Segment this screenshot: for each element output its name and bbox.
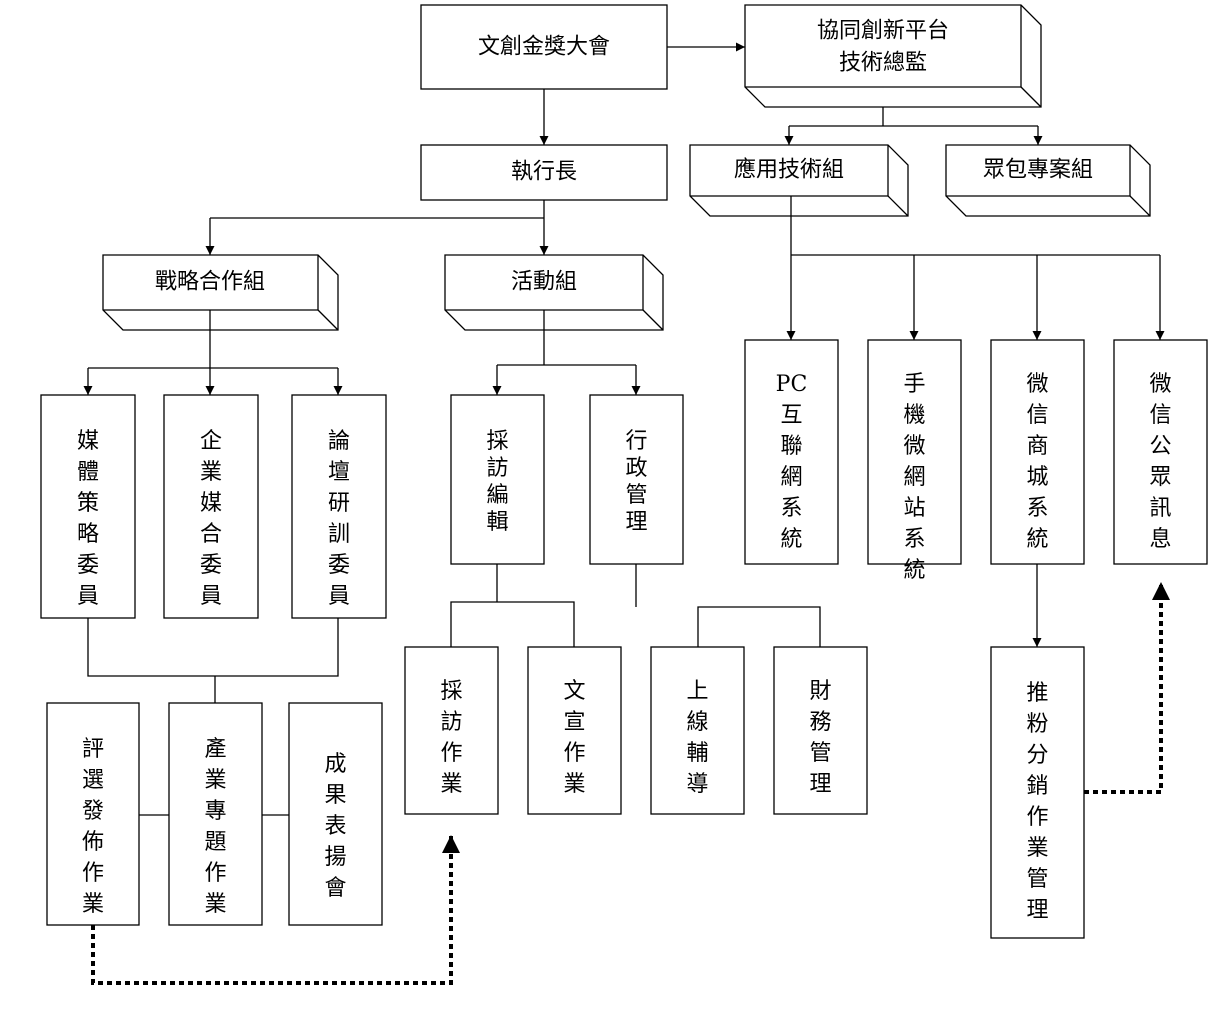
activity-task-3: 上線輔導 (650, 646, 745, 815)
box-crowd-group: 眾包專案組 (945, 144, 1151, 217)
tech-system-4-label: 微信公眾訊息 (1149, 372, 1171, 552)
tech-task-fans: 推粉分銷作業管理 (990, 646, 1085, 939)
strategy-task-2-label: 產業專題作業 (204, 737, 226, 917)
label-crowd-group: 眾包專案組 (983, 158, 1093, 183)
strategy-task-1-label: 評選發佈作業 (82, 737, 104, 917)
box-strategy-group: 戰略合作組 (102, 254, 339, 331)
label-platform-line1: 協同創新平台 (817, 19, 949, 44)
strategy-task-1: 評選發佈作業 (46, 702, 140, 926)
strategy-task-3-label: 成果表揚會 (324, 752, 346, 901)
strategy-member-2-label: 企業媒合委員 (200, 429, 222, 609)
activity-task-4: 財務管理 (773, 646, 868, 815)
tech-task: 推粉分銷作業管理 (990, 646, 1085, 939)
activity-task-3-label: 上線輔導 (686, 679, 708, 797)
connector-interview-hbar (450, 601, 575, 647)
activity-task-4-label: 財務管理 (809, 679, 831, 797)
tech-system-4: 微信公眾訊息 (1113, 339, 1208, 565)
strategy-member-3: 論壇研訓委員 (291, 394, 387, 619)
label-ceo: 執行長 (511, 160, 577, 185)
box-ceo: 執行長 (420, 144, 668, 201)
activity-sub-1: 採訪編輯 (450, 394, 545, 565)
activity-tasks: 採訪作業 文宣作業 上線輔導 財務管理 (404, 646, 868, 815)
strategy-tasks: 評選發佈作業 產業專題作業 成果表揚會 (46, 702, 383, 926)
tech-system-3-label: 微信商城系統 (1026, 372, 1048, 552)
activity-subgroups: 採訪編輯 行政管理 (450, 394, 684, 565)
strategy-member-3-label: 論壇研訓委員 (328, 429, 350, 609)
activity-task-2-label: 文宣作業 (563, 679, 585, 797)
dashed-link-fans-to-wechat-public (1084, 582, 1170, 794)
activity-task-2: 文宣作業 (527, 646, 622, 815)
box-wenchuang: 文創金獎大會 (420, 4, 668, 90)
connectors (83, 42, 1170, 985)
tech-system-3: 微信商城系統 (990, 339, 1085, 565)
strategy-member-2: 企業媒合委員 (163, 394, 259, 619)
tech-system-2-label: 手機微網站系統 (903, 372, 925, 583)
strategy-task-3: 成果表揚會 (288, 702, 383, 926)
strategy-task-2: 產業專題作業 (168, 702, 263, 926)
tech-task-fans-label: 推粉分銷作業管理 (1026, 681, 1048, 923)
strategy-members: 媒體策略委員 企業媒合委員 論壇研訓委員 (40, 394, 387, 619)
tech-system-2: 手機微網站系統 (867, 339, 962, 583)
activity-sub-1-label: 採訪編輯 (486, 429, 508, 535)
box-tech-group: 應用技術組 (689, 144, 909, 217)
connector-admin-hbar (697, 606, 821, 647)
activity-sub-2: 行政管理 (589, 394, 684, 565)
label-platform-line2: 技術總監 (839, 51, 927, 76)
activity-task-1-label: 採訪作業 (440, 679, 462, 797)
label-tech-group: 應用技術組 (734, 157, 844, 183)
activity-task-1: 採訪作業 (404, 646, 499, 815)
strategy-member-1-label: 媒體策略委員 (77, 429, 99, 609)
dashed-link-award-to-interview (91, 835, 460, 985)
label-activity-group: 活動組 (511, 270, 577, 295)
connector-members-join (87, 618, 339, 677)
activity-sub-2-label: 行政管理 (625, 429, 647, 535)
label-wenchuang: 文創金獎大會 (478, 35, 610, 60)
label-strategy-group: 戰略合作組 (155, 270, 265, 295)
box-platform-director: 協同創新平台 技術總監 (744, 4, 1042, 108)
box-activity-group: 活動組 (444, 254, 664, 331)
strategy-member-1: 媒體策略委員 (40, 394, 136, 619)
